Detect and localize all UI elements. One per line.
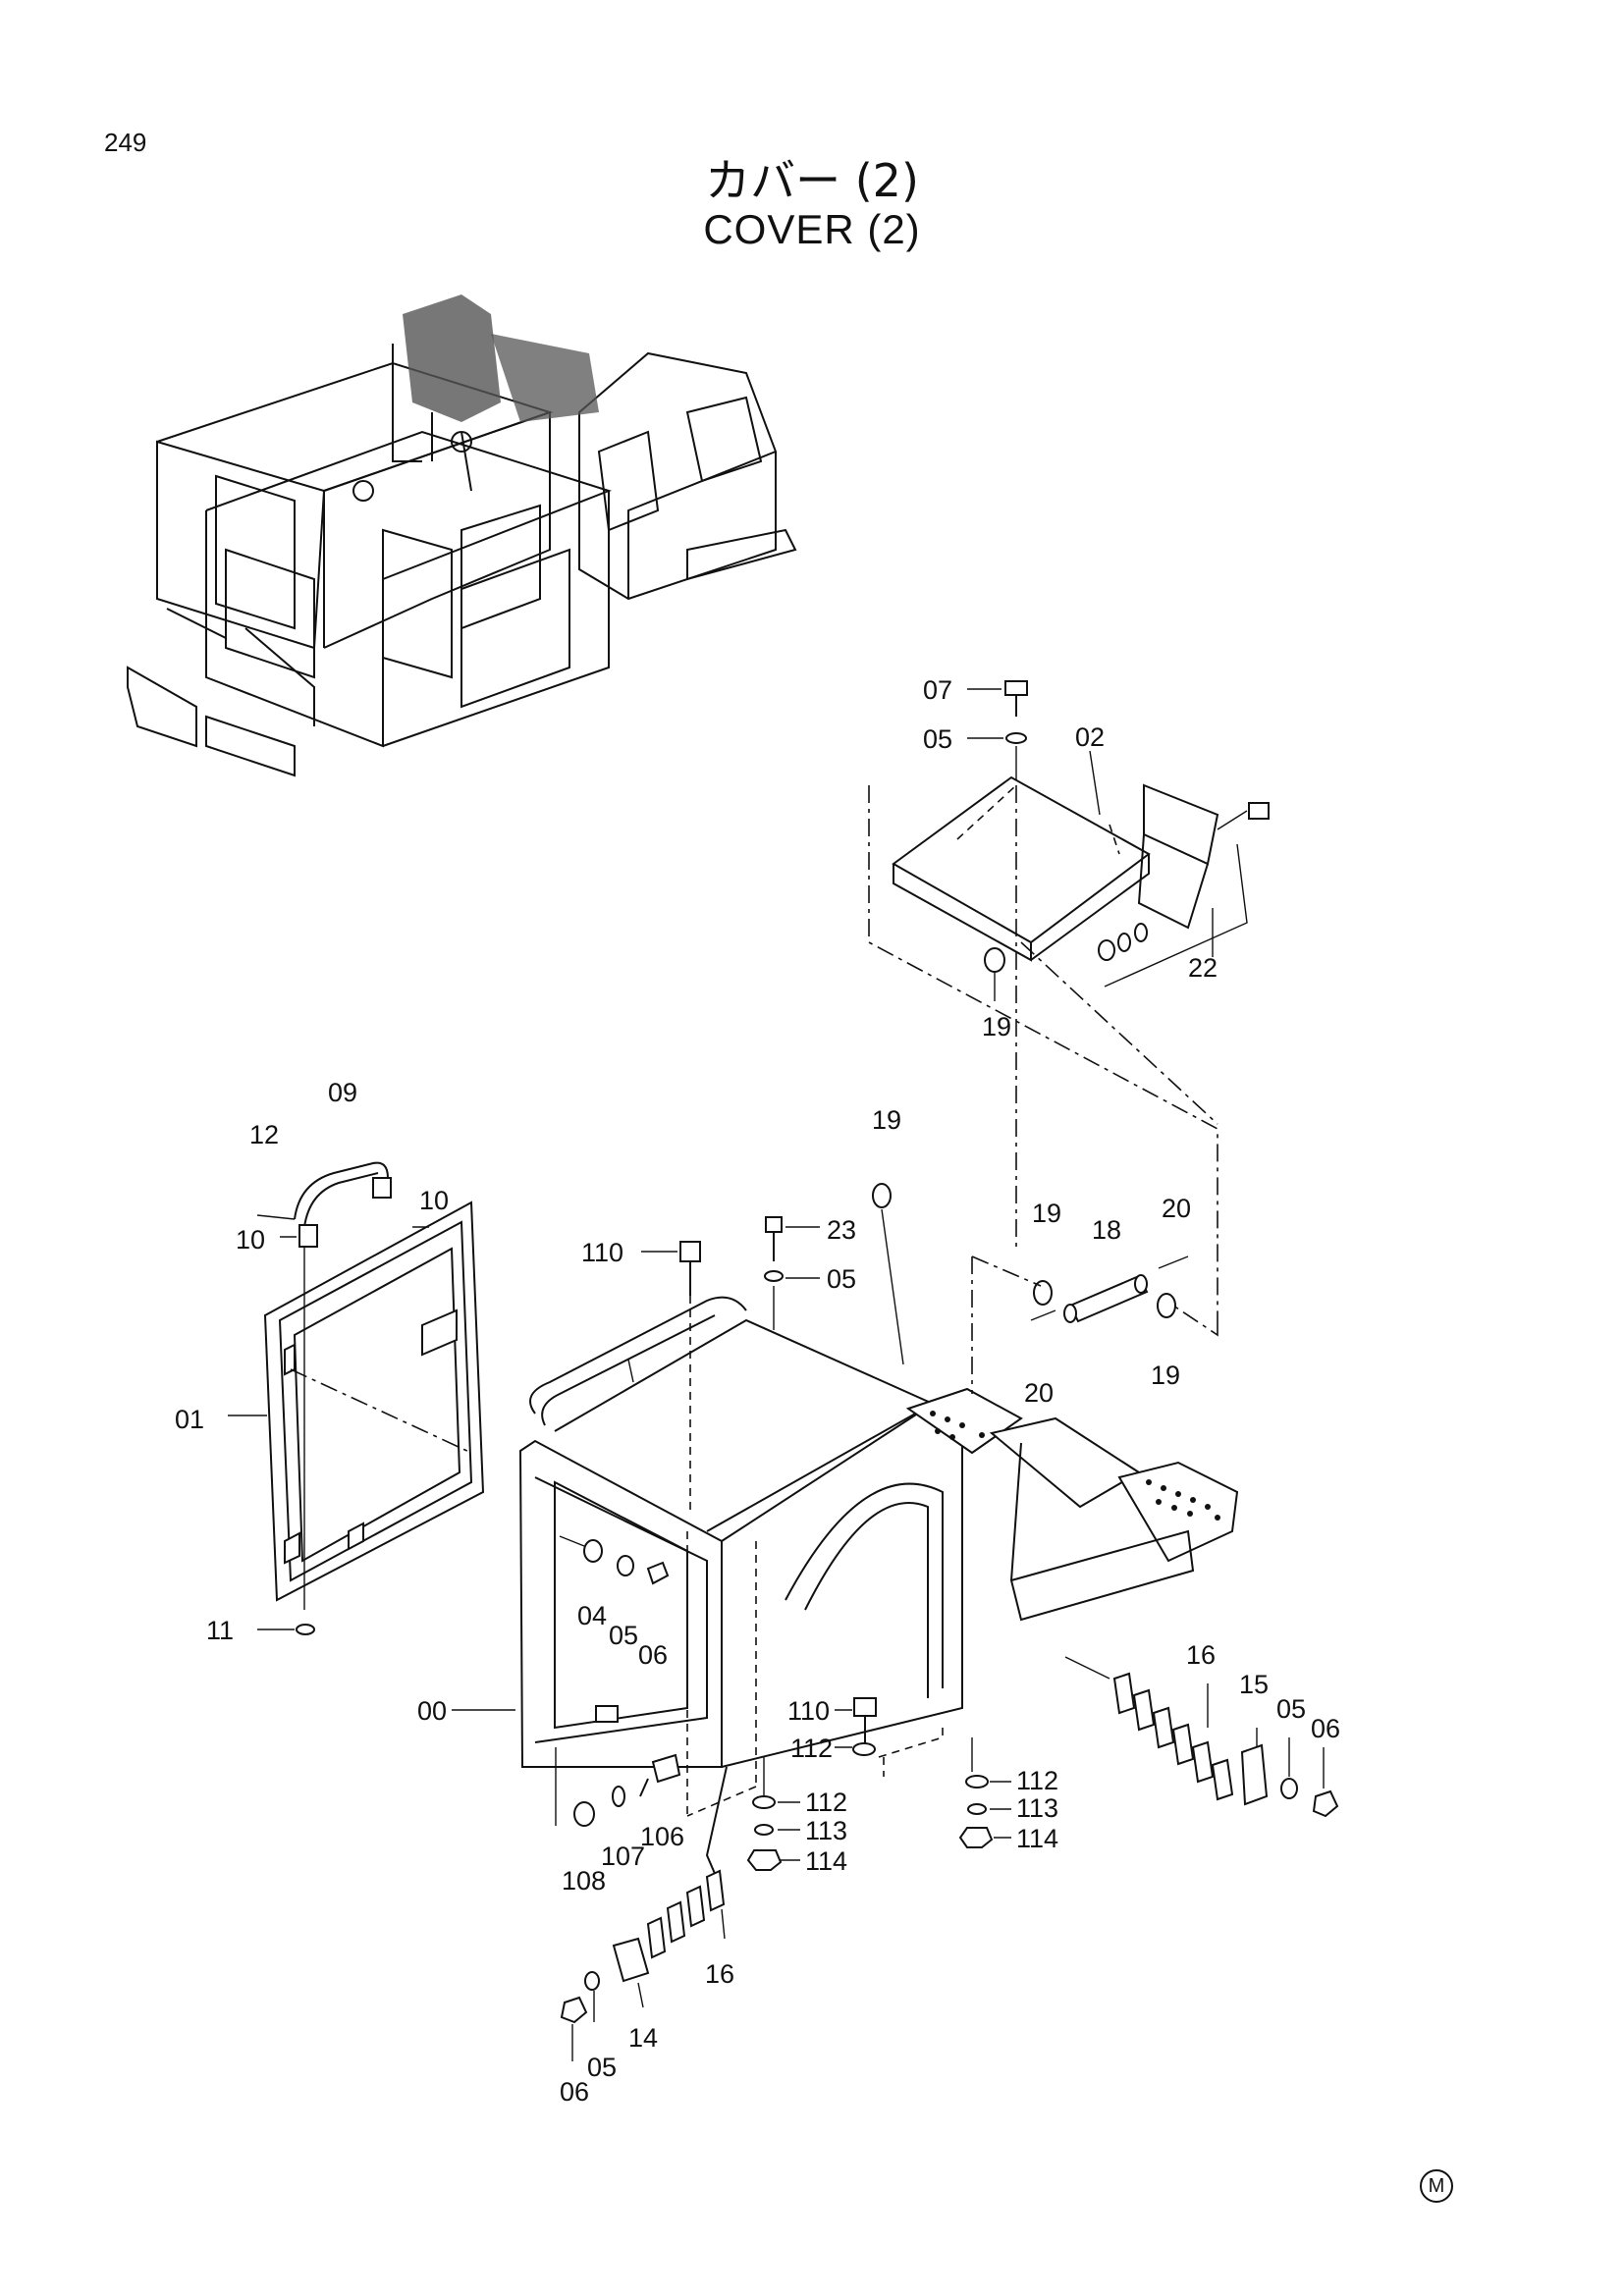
label-07: 07 [923,675,952,705]
label-10: 10 [419,1186,449,1215]
machine-overview-illustration [127,294,797,777]
corner-mark: M [1420,2169,1453,2203]
label-112: 112 [790,1734,833,1763]
label-15: 15 [1239,1670,1269,1699]
label-114: 114 [805,1846,847,1876]
label-23: 23 [827,1215,856,1245]
label-110: 110 [581,1238,623,1267]
label-16: 16 [705,1959,734,1989]
label-19: 19 [982,1012,1011,1041]
label-10: 10 [236,1225,265,1255]
title-english: COVER (2) [703,206,921,252]
label-112: 112 [805,1788,847,1817]
title-japanese: カバー (2) [705,154,919,207]
label-05: 05 [609,1621,638,1650]
label-114: 114 [1016,1824,1058,1853]
label-108: 108 [562,1866,606,1896]
label-00: 00 [417,1696,447,1726]
label-05: 05 [827,1264,856,1294]
callout-labels: 07 05 02 22 19 09 12 10 10 01 11 19 23 0… [175,675,1340,2107]
label-112: 112 [1016,1766,1058,1795]
label-05: 05 [1276,1694,1306,1724]
label-06: 06 [560,2077,589,2107]
top-cover-assembly [868,680,1270,1325]
label-16: 16 [1186,1640,1216,1670]
label-113: 113 [1016,1793,1058,1823]
label-107: 107 [601,1842,645,1871]
label-05: 05 [923,724,952,754]
label-19: 19 [872,1105,901,1135]
label-01: 01 [175,1405,204,1434]
label-06: 06 [638,1640,668,1670]
label-09: 09 [328,1078,357,1107]
label-106: 106 [640,1822,684,1851]
label-02: 02 [1075,722,1105,752]
main-cover-housing [518,1183,1339,2061]
label-11: 11 [206,1616,234,1645]
door-panel-assembly [228,1161,485,1635]
label-19: 19 [1151,1361,1180,1390]
label-19: 19 [1032,1199,1061,1228]
label-04: 04 [577,1601,607,1630]
label-20: 20 [1024,1378,1054,1408]
label-18: 18 [1092,1215,1121,1245]
label-05: 05 [587,2053,617,2082]
page-number: 249 [104,128,147,157]
label-12: 12 [249,1120,279,1149]
label-06: 06 [1311,1714,1340,1743]
label-22: 22 [1188,953,1218,983]
label-20: 20 [1162,1194,1191,1223]
label-14: 14 [628,2023,658,2053]
label-110: 110 [787,1696,830,1726]
label-113: 113 [805,1816,847,1845]
